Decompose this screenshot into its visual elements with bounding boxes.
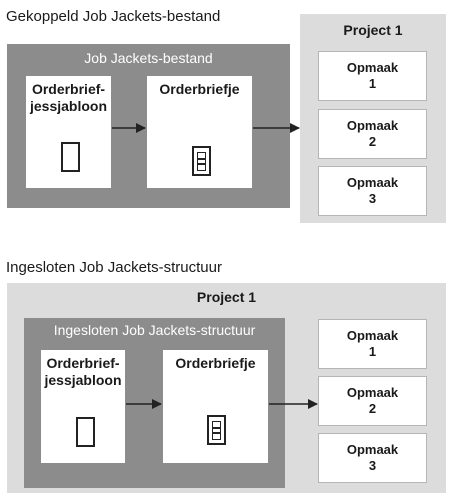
layout-label-1: Opmaak 1: [346, 60, 399, 91]
ticket-box: Orderbriefje: [146, 75, 253, 189]
template-box-label: Orderbrief- jessjabloon: [29, 81, 108, 114]
layout-box-2: Opmaak 2: [318, 109, 427, 159]
ticket-box-bottom-label: Orderbriefje: [175, 355, 256, 371]
template-page-icon: [61, 142, 80, 172]
layout-box-bottom-1: Opmaak 1: [318, 319, 427, 369]
template-box: Orderbrief- jessjabloon: [25, 75, 112, 189]
job-jackets-file-title: Job Jackets-bestand: [84, 50, 213, 66]
layout-box-1: Opmaak 1: [318, 51, 427, 101]
layout-box-bottom-3: Opmaak 3: [318, 433, 427, 483]
project-title-top: Project 1: [343, 22, 403, 38]
job-ticket-icon: [207, 415, 226, 445]
ticket-box-label: Orderbriefje: [159, 81, 240, 97]
layout-box-bottom-2: Opmaak 2: [318, 376, 427, 426]
embedded-section-heading: Ingesloten Job Jackets-structuur: [6, 259, 222, 276]
project-title-bottom: Project 1: [196, 289, 257, 305]
template-page-icon: [76, 417, 95, 447]
ticket-box-bottom: Orderbriefje: [162, 349, 269, 464]
layout-label-bottom-3: Opmaak 3: [346, 442, 399, 473]
template-box-bottom-label: Orderbrief- jessjabloon: [44, 355, 122, 388]
template-box-bottom: Orderbrief- jessjabloon: [40, 349, 126, 464]
linked-section-heading: Gekoppeld Job Jackets-bestand: [6, 8, 221, 25]
layout-label-bottom-1: Opmaak 1: [346, 328, 399, 359]
layout-label-3: Opmaak 3: [346, 175, 399, 206]
job-ticket-icon: [192, 146, 211, 176]
layout-label-2: Opmaak 2: [346, 118, 399, 149]
layout-box-3: Opmaak 3: [318, 166, 427, 216]
embedded-structure-title: Ingesloten Job Jackets-structuur: [53, 322, 256, 338]
layout-label-bottom-2: Opmaak 2: [346, 385, 399, 416]
